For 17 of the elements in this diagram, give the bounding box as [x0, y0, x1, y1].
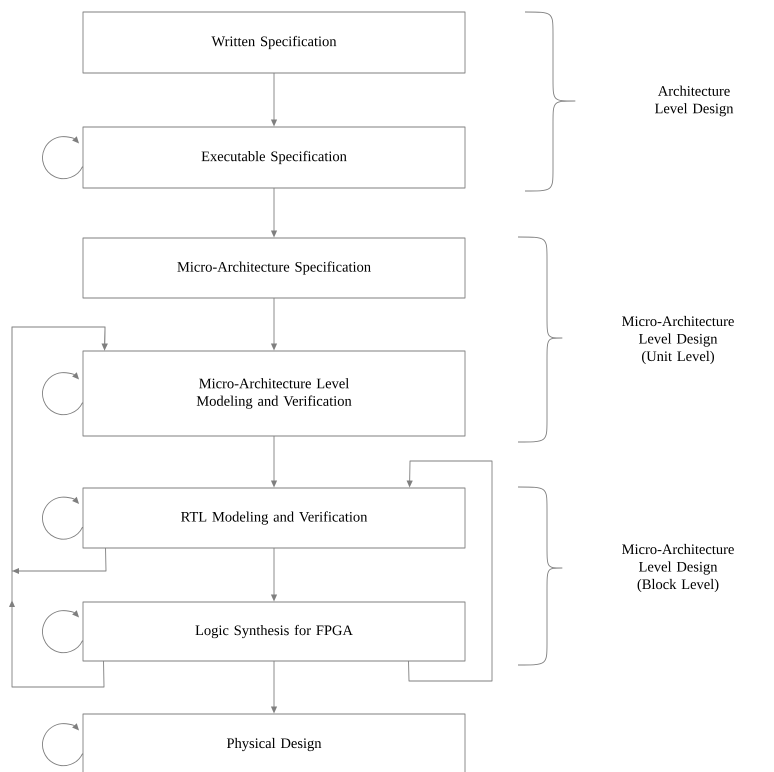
arrow — [406, 460, 492, 682]
group-label: Micro-Architecture Level Design (Unit Level) — [622, 316, 734, 364]
process-box: Logic Synthesis for FPGA — [82, 602, 466, 662]
group-label: Architecture Level Design — [654, 86, 734, 116]
arrow — [42, 496, 83, 540]
process-box: Written Specification — [82, 12, 466, 74]
process-box: Micro-Architecture Specification — [82, 238, 466, 298]
process-box: RTL Modeling and Verification — [82, 488, 466, 548]
process-box: Executable Specification — [82, 126, 466, 188]
process-box: Micro-Architecture Level Modeling and Verification — [82, 350, 466, 436]
arrow — [42, 136, 83, 180]
arrow — [9, 326, 108, 688]
process-box: Physical Design — [82, 714, 466, 772]
arrow — [42, 610, 83, 654]
group-label: Micro-Architecture Level Design (Block Level) — [622, 544, 734, 592]
arrow — [42, 723, 83, 766]
arrow — [42, 372, 83, 416]
